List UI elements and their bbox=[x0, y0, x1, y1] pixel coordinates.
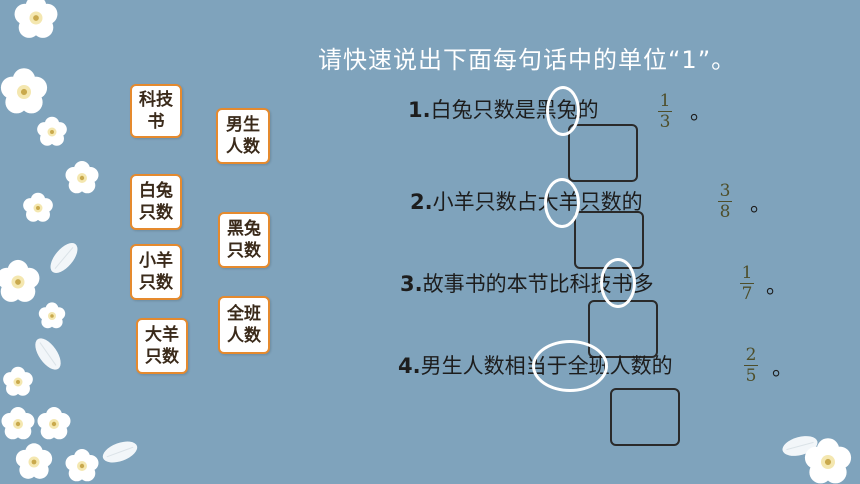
card-heitu[interactable]: 黑兔 只数 bbox=[218, 212, 270, 268]
question-end: 。 bbox=[766, 274, 787, 298]
question-end: 。 bbox=[772, 356, 793, 380]
fraction-denominator: 5 bbox=[745, 366, 757, 386]
flower-icon bbox=[38, 302, 66, 329]
fraction-denominator: 8 bbox=[719, 202, 731, 222]
question-2: 2.小羊只数占大羊只数的 bbox=[410, 186, 643, 216]
card-label: 白兔 只数 bbox=[139, 181, 173, 223]
petal-icon bbox=[29, 333, 67, 375]
card-kejishu[interactable]: 科技 书 bbox=[130, 84, 182, 138]
fraction-numerator: 1 bbox=[741, 263, 753, 283]
page-title: 请快速说出下面每句话中的单位“1”。 bbox=[318, 46, 737, 74]
card-xiaoyang[interactable]: 小羊 只数 bbox=[130, 244, 182, 300]
question-end: 。 bbox=[750, 192, 771, 216]
fraction-numerator: 2 bbox=[745, 345, 757, 365]
question-number: 2. bbox=[410, 190, 433, 214]
answer-box-4[interactable] bbox=[610, 388, 680, 446]
card-label: 男生 人数 bbox=[226, 115, 260, 157]
flower-icon bbox=[0, 259, 40, 302]
card-label: 小羊 只数 bbox=[139, 251, 173, 293]
highlight-circle-2 bbox=[544, 178, 580, 228]
answer-box-1[interactable] bbox=[568, 124, 638, 182]
highlight-circle-4 bbox=[532, 340, 608, 392]
highlight-circle-3 bbox=[600, 258, 636, 308]
fraction-numerator: 1 bbox=[659, 91, 671, 111]
fraction-denominator: 3 bbox=[659, 112, 671, 132]
fraction-denominator: 7 bbox=[741, 284, 753, 304]
flower-icon bbox=[23, 192, 53, 222]
question-end: 。 bbox=[690, 100, 711, 124]
card-nansheng[interactable]: 男生 人数 bbox=[216, 108, 270, 164]
flower-icon bbox=[1, 407, 35, 440]
card-baitu[interactable]: 白兔 只数 bbox=[130, 174, 182, 230]
flower-icon bbox=[37, 116, 67, 146]
card-label: 科技 书 bbox=[139, 90, 173, 132]
flower-icon bbox=[37, 407, 71, 440]
card-quanban[interactable]: 全班 人数 bbox=[218, 296, 270, 354]
card-label: 全班 人数 bbox=[227, 304, 261, 346]
question-text: 小羊只数占大羊只数的 bbox=[432, 190, 643, 214]
card-label: 黑兔 只数 bbox=[227, 219, 261, 261]
question-number: 3. bbox=[400, 272, 423, 296]
highlight-circle-1 bbox=[546, 86, 580, 136]
flower-icon bbox=[65, 161, 99, 194]
card-dayang[interactable]: 大羊 只数 bbox=[136, 318, 188, 374]
flower-icon bbox=[3, 366, 33, 396]
fraction-numerator: 3 bbox=[719, 181, 731, 201]
petal-icon bbox=[45, 237, 83, 279]
question-number: 4. bbox=[398, 354, 421, 378]
flower-icon bbox=[65, 449, 99, 482]
flower-icon bbox=[0, 68, 48, 114]
petal-icon bbox=[99, 436, 141, 468]
flower-icon bbox=[15, 443, 53, 479]
flower-icon bbox=[14, 0, 58, 38]
card-label: 大羊 只数 bbox=[145, 325, 179, 367]
question-number: 1. bbox=[408, 98, 431, 122]
